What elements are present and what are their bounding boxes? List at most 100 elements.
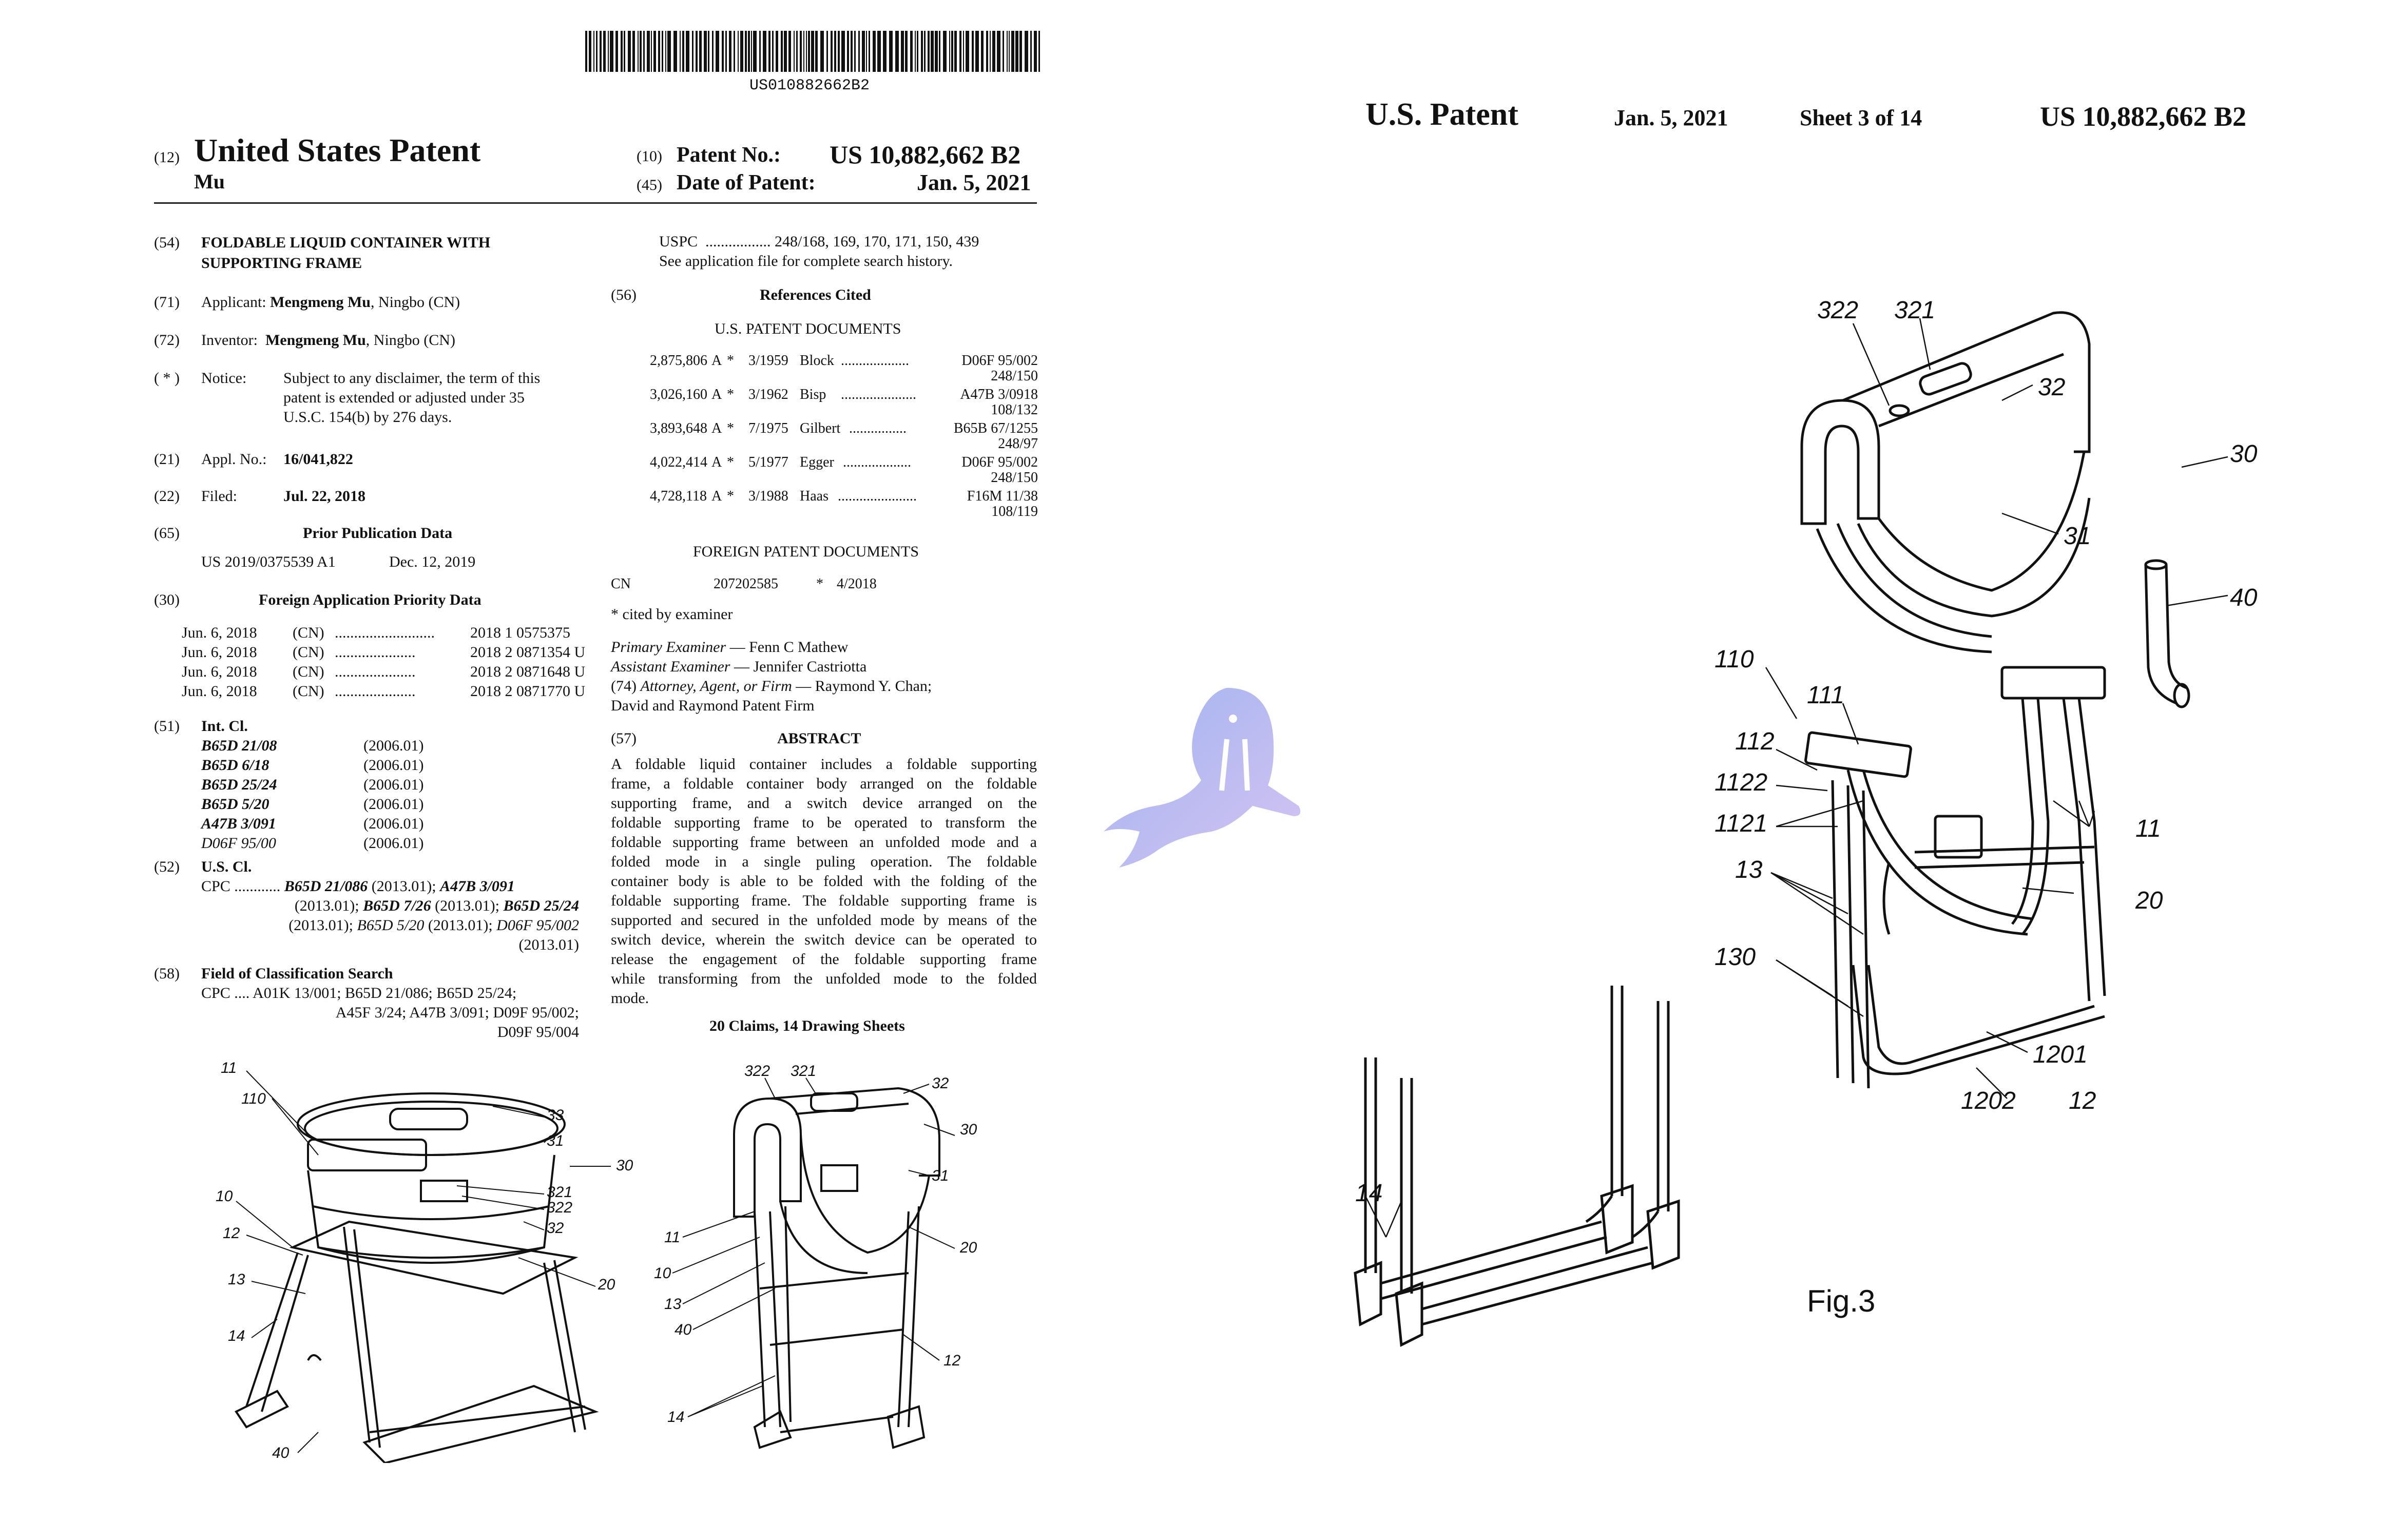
attorney-firm: David and Raymond Patent Firm xyxy=(611,697,815,714)
patent-no-label: Patent No.: xyxy=(677,143,781,167)
priority-cc: (CN) xyxy=(293,624,324,641)
field-58-number: (58) xyxy=(154,965,180,982)
cpc-label: CPC ............ xyxy=(201,878,281,895)
fig-b-label: 11 xyxy=(664,1229,680,1246)
abstract-line: container body is able to be folded with… xyxy=(611,873,1037,890)
fig-b-label: 20 xyxy=(959,1239,977,1256)
ref-number: 2,875,806 xyxy=(650,353,707,369)
fig-b-label: 14 xyxy=(667,1409,684,1426)
us-cl-line2: (2013.01); B65D 7/26 (2013.01); B65D 25/… xyxy=(201,896,579,916)
ref-star: * xyxy=(727,454,734,470)
priority-dots: ..................... xyxy=(335,644,416,661)
notice-label: Notice: xyxy=(201,370,247,387)
applicant-name: Mengmeng Mu xyxy=(270,294,371,311)
uspc-dots: ................. xyxy=(705,233,771,250)
fig-a-label: 12 xyxy=(223,1225,240,1242)
int-cl-version: (2006.01) xyxy=(363,835,424,852)
fig-a-label: 13 xyxy=(228,1271,245,1288)
fig3-label: 112 xyxy=(1735,728,1775,755)
barcode-bar xyxy=(954,31,957,72)
priority-cc: (CN) xyxy=(293,663,324,680)
prior-pub-date: Dec. 12, 2019 xyxy=(389,553,476,570)
barcode-bar xyxy=(738,31,739,72)
fig3-label: 12 xyxy=(2069,1087,2096,1114)
priority-dots: ..................... xyxy=(335,683,416,700)
fig3-label: 322 xyxy=(1817,297,1858,324)
figure-caption: Fig.3 xyxy=(1807,1284,1876,1318)
barcode-bar xyxy=(905,31,908,72)
barcode-bar xyxy=(781,31,783,72)
ref-dots: ................... xyxy=(843,454,911,470)
barcode-bar xyxy=(682,31,684,72)
int-cl-version: (2006.01) xyxy=(363,796,424,813)
int-cl-row: B65D 5/20(2006.01) xyxy=(201,795,423,814)
priority-cc: (CN) xyxy=(293,644,324,661)
priority-no: 2018 2 0871770 U xyxy=(470,683,586,700)
barcode-bar xyxy=(740,31,743,72)
fig3-label: 111 xyxy=(1807,682,1844,709)
barcode-bar xyxy=(615,31,618,72)
barcode-bar xyxy=(803,31,804,72)
fig3-label: 130 xyxy=(1714,944,1756,971)
barcode-bar xyxy=(696,31,698,72)
barcode-bar xyxy=(662,31,663,72)
fig3-label: 32 xyxy=(2038,374,2065,401)
barcode-bar xyxy=(712,31,714,72)
ref-name: Gilbert xyxy=(800,420,841,436)
fig-b-label: 32 xyxy=(932,1075,949,1092)
barcode-bar xyxy=(997,31,1000,72)
cited-by-examiner: * cited by examiner xyxy=(611,606,733,623)
barcode-bar xyxy=(748,31,750,72)
attorney-line: (74) Attorney, Agent, or Firm — Raymond … xyxy=(611,677,932,696)
inventor-line: Inventor: Mengmeng Mu, Ningbo (CN) xyxy=(201,331,455,350)
cpc-version: (2013.01); xyxy=(428,917,493,934)
kind-code-number: (12) xyxy=(154,149,180,166)
abstract-line: foldable supporting frame between an unf… xyxy=(611,834,1037,851)
front-figure-unfolded: 11 110 10 12 13 14 40 33 31 30 321 322 3… xyxy=(216,1060,633,1463)
barcode-bar xyxy=(651,31,652,72)
priority-row: Jun. 6, 2018(CN).....................201… xyxy=(182,643,585,662)
barcode-bar xyxy=(820,31,824,72)
ref-date: 5/1977 xyxy=(748,454,788,470)
field-51-number: (51) xyxy=(154,718,180,735)
sheet-header-title: U.S. Patent xyxy=(1365,97,1518,132)
barcode-bar xyxy=(1009,31,1010,72)
ref-kind: A xyxy=(711,353,722,369)
barcode-bar xyxy=(939,31,940,72)
barcode-bar xyxy=(1003,31,1004,72)
field-21-number: (21) xyxy=(154,451,180,468)
barcode-bar xyxy=(1015,31,1018,72)
ref-kind: A xyxy=(711,387,722,402)
fig-a-label: 10 xyxy=(216,1188,233,1205)
fig-a-label: 40 xyxy=(272,1445,290,1461)
ref-number: 3,026,160 xyxy=(650,387,707,402)
fig-a-label: 30 xyxy=(616,1157,633,1174)
barcode-bar xyxy=(643,31,645,72)
barcode-bar xyxy=(708,31,709,72)
foreign-date: 4/2018 xyxy=(837,576,877,592)
barcode-bar xyxy=(873,31,876,72)
abstract-line: mode. xyxy=(611,990,649,1007)
fig3-label: 14 xyxy=(1355,1180,1382,1207)
field-search-line1: CPC .... A01K 13/001; B65D 21/086; B65D … xyxy=(201,985,517,1002)
cpc-version: (2013.01); xyxy=(288,917,354,934)
applicant-place: , Ningbo (CN) xyxy=(370,294,460,311)
claims-count: 20 Claims, 14 Drawing Sheets xyxy=(709,1017,905,1034)
fig-a-label: 20 xyxy=(598,1276,615,1293)
fig-b-label: 31 xyxy=(932,1167,949,1184)
barcode-bar xyxy=(1007,31,1008,72)
filed-value: Jul. 22, 2018 xyxy=(283,488,366,505)
barcode-bar xyxy=(658,31,660,72)
priority-dots: .......................... xyxy=(335,624,435,641)
barcode-bar xyxy=(866,31,867,72)
ref-dots: ...................... xyxy=(838,488,917,504)
barcode-bar xyxy=(665,31,666,72)
inventor-name: Mengmeng Mu xyxy=(265,332,366,349)
barcode-bar xyxy=(951,31,953,72)
assistant-examiner-line: Assistant Examiner — Jennifer Castriotta xyxy=(611,657,866,677)
notice-line1: Subject to any disclaimer, the term of t… xyxy=(283,370,541,387)
barcode-bar xyxy=(943,31,947,72)
